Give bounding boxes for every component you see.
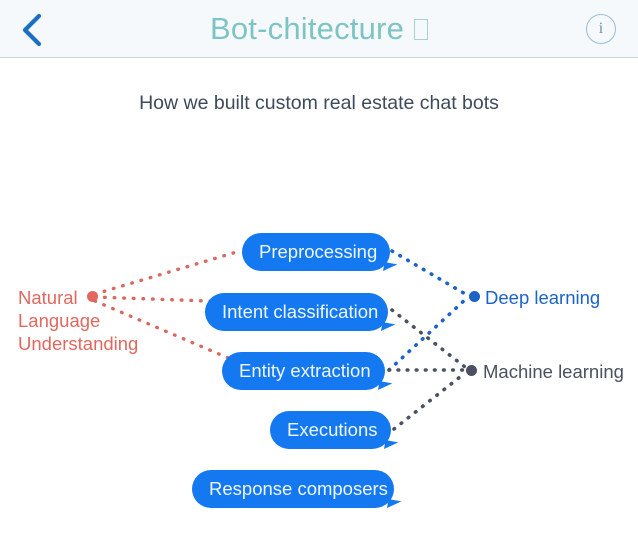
bubble-entity-extraction[interactable]: Entity extraction [222,352,393,393]
bubble-label: Preprocessing [259,241,378,262]
nlu-line-1: Natural [18,287,78,308]
edge-entity-deeplearning [387,296,469,372]
app-header: Bot-chitecture i [0,0,638,58]
tofu-box-glyph [414,18,429,40]
diagram-edges [93,249,469,431]
nlu-line-3: Understanding [18,333,139,354]
bubble-response-composers[interactable]: Response composers [192,470,402,511]
label-machine-learning: Machine learning [483,361,624,382]
bubble-label: Executions [287,419,378,440]
label-natural-language-understanding: Natural Language Understanding [18,286,168,355]
chevron-left-icon [22,13,42,47]
edge-nlu-entity [93,299,242,365]
bubble-preprocessing[interactable]: Preprocessing [242,233,398,274]
edge-preprocessing-deeplearning [390,249,469,297]
bubble-executions[interactable]: Executions [270,411,399,452]
nlu-line-2: Language [18,310,101,331]
slide-subtitle: How we built custom real estate chat bot… [139,92,499,114]
architecture-diagram: Preprocessing Intent classification Enti… [0,58,638,511]
node-dot-machine-learning [466,365,477,376]
node-dot-deep-learning [469,291,480,302]
bubble-label: Intent classification [222,301,379,322]
back-button[interactable] [10,8,54,52]
edge-nlu-preprocessing [93,249,242,296]
edge-intent-machinelearning [390,308,467,369]
page-title: Bot-chitecture [0,0,638,58]
bubble-label: Response composers [209,478,388,499]
bubble-label: Entity extraction [239,360,371,381]
edge-executions-machinelearning [392,371,467,431]
bubble-intent-classification[interactable]: Intent classification [205,293,396,334]
page-title-text: Bot-chitecture [209,11,405,46]
info-icon-letter: i [598,20,604,37]
info-circle-icon[interactable]: i [586,14,616,44]
edge-nlu-intent [93,295,320,307]
node-dot-natural-language-understanding [87,291,98,302]
label-deep-learning: Deep learning [485,287,601,308]
